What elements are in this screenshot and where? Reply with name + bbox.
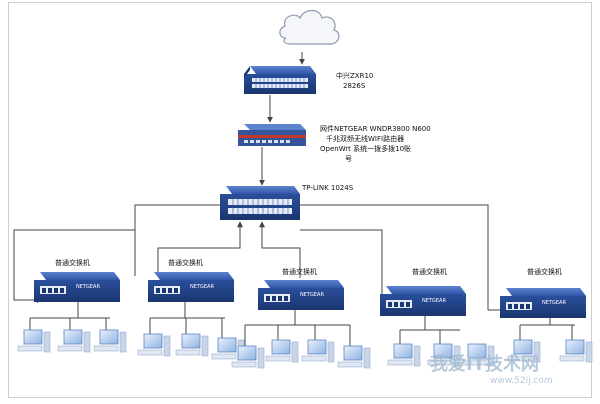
link-sw1 [13, 229, 135, 303]
computer-icon [231, 345, 265, 369]
core-switch-label-1: 中兴ZXR10 [336, 72, 374, 80]
computer-icon [57, 329, 91, 353]
link-sw2-pcs [149, 300, 225, 340]
router-label-2: 千兆双频无线WIFI路由器 [326, 135, 405, 143]
computer-icon [17, 329, 51, 353]
link-main-right-bus [300, 204, 489, 310]
computer-icon [387, 343, 421, 367]
access-switch-icon: NETGEAR [258, 280, 344, 310]
access-switch-label-3: 普通交换机 [282, 268, 317, 276]
computer-icon [461, 343, 495, 367]
computer-icon [175, 333, 209, 357]
image-frame [8, 2, 592, 398]
watermark-main: 我爱IT技术网 [430, 354, 539, 375]
router-icon [238, 124, 306, 146]
access-switch-label-4: 普通交换机 [412, 268, 447, 276]
access-switch-label-5: 普通交换机 [527, 268, 562, 276]
core-switch-icon [244, 66, 316, 94]
router-label-4: 号 [345, 155, 352, 163]
switch-brand-text: NETGEAR [422, 298, 446, 304]
switch-brand-text: NETGEAR [76, 284, 100, 290]
access-switch-icon: NETGEAR [34, 272, 120, 302]
link-sw2-up [157, 221, 243, 276]
access-layer: NETGEAR NETGEAR NETGEAR NETGEAR NETGEAR [17, 272, 593, 369]
access-switch-label-1: 普通交换机 [55, 259, 90, 267]
switch-brand-text: NETGEAR [300, 292, 324, 298]
link-sw3-up [259, 221, 301, 278]
computer-icon [137, 333, 171, 357]
computer-icon [301, 339, 335, 363]
switch-brand-text: NETGEAR [190, 284, 214, 290]
link-sw3-pcs [244, 305, 351, 348]
computer-icon [93, 329, 127, 353]
computer-icon [427, 343, 461, 367]
router-label-1: 网件NETGEAR WNDR3800 N600 [320, 125, 431, 133]
router-label-3: OpenWrt 系统一拨多拨10账 [320, 145, 412, 153]
internet-cloud-icon [279, 9, 340, 45]
access-switch-icon: NETGEAR [380, 286, 466, 316]
core-switch-label-2: 2826S [343, 82, 366, 90]
switch-brand-text: NETGEAR [542, 300, 566, 306]
main-switch-icon [220, 186, 300, 220]
link-sw1-pcs [29, 300, 110, 332]
link-sw4-pcs [399, 315, 460, 345]
access-switch-icon: NETGEAR [500, 288, 586, 318]
computer-icon [265, 339, 299, 363]
access-switch-label-2: 普通交换机 [168, 259, 203, 267]
link-main-left-bus [134, 204, 220, 276]
link-sw4-up [300, 229, 383, 310]
computer-icon [559, 339, 593, 363]
computer-icon [337, 345, 371, 369]
main-switch-label: TP-LINK 1024S [302, 184, 354, 192]
watermark-sub: www.52ij.com [490, 376, 553, 386]
computer-icon [507, 339, 541, 363]
access-switch-icon: NETGEAR [148, 272, 234, 302]
